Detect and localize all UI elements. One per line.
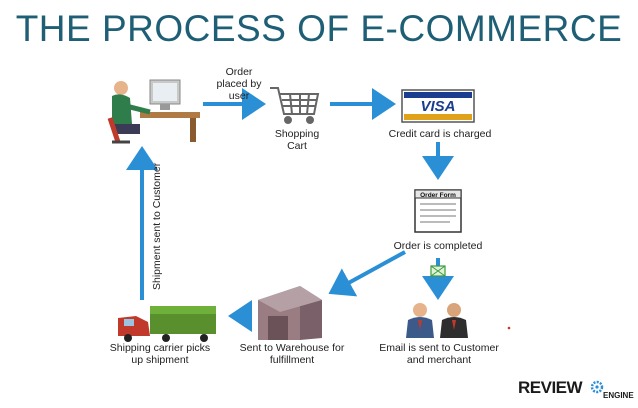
order-form-text: Order Form: [420, 192, 456, 199]
label-order-placed: Order placed by user: [216, 66, 262, 102]
brand-logo-text: REVIEW: [518, 378, 583, 397]
label-email-sent: Email is sent to Customer and merchant: [379, 342, 499, 366]
order-form-icon: Order Form: [414, 189, 462, 233]
label-order-completed: Order is completed: [393, 240, 483, 252]
visa-card-icon: VISA: [401, 89, 475, 123]
gear-icon: [590, 380, 604, 394]
customer-merchant-icon: [406, 303, 468, 338]
envelope-icon: [430, 265, 446, 277]
user-at-computer-icon: [107, 79, 200, 144]
warehouse-icon: [258, 286, 322, 340]
label-shopping-cart: Shopping Cart: [274, 128, 320, 152]
label-warehouse: Sent to Warehouse for fulfillment: [239, 342, 345, 366]
brand-logo-subtext: ENGINE: [603, 391, 634, 400]
decorative-dot: [507, 326, 511, 330]
label-shipping-carrier: Shipping carrier picks up shipment: [109, 342, 211, 366]
truck-icon: [118, 306, 216, 342]
visa-text: VISA: [420, 98, 455, 115]
arrow-order-to-warehouse: [328, 250, 406, 297]
shipment-label: Shipment sent to Customer: [151, 162, 163, 290]
label-credit-card: Credit card is charged: [388, 128, 492, 140]
shopping-cart-icon: [270, 87, 320, 124]
page-title: THE PROCESS OF E-COMMERCE: [15, 8, 623, 49]
